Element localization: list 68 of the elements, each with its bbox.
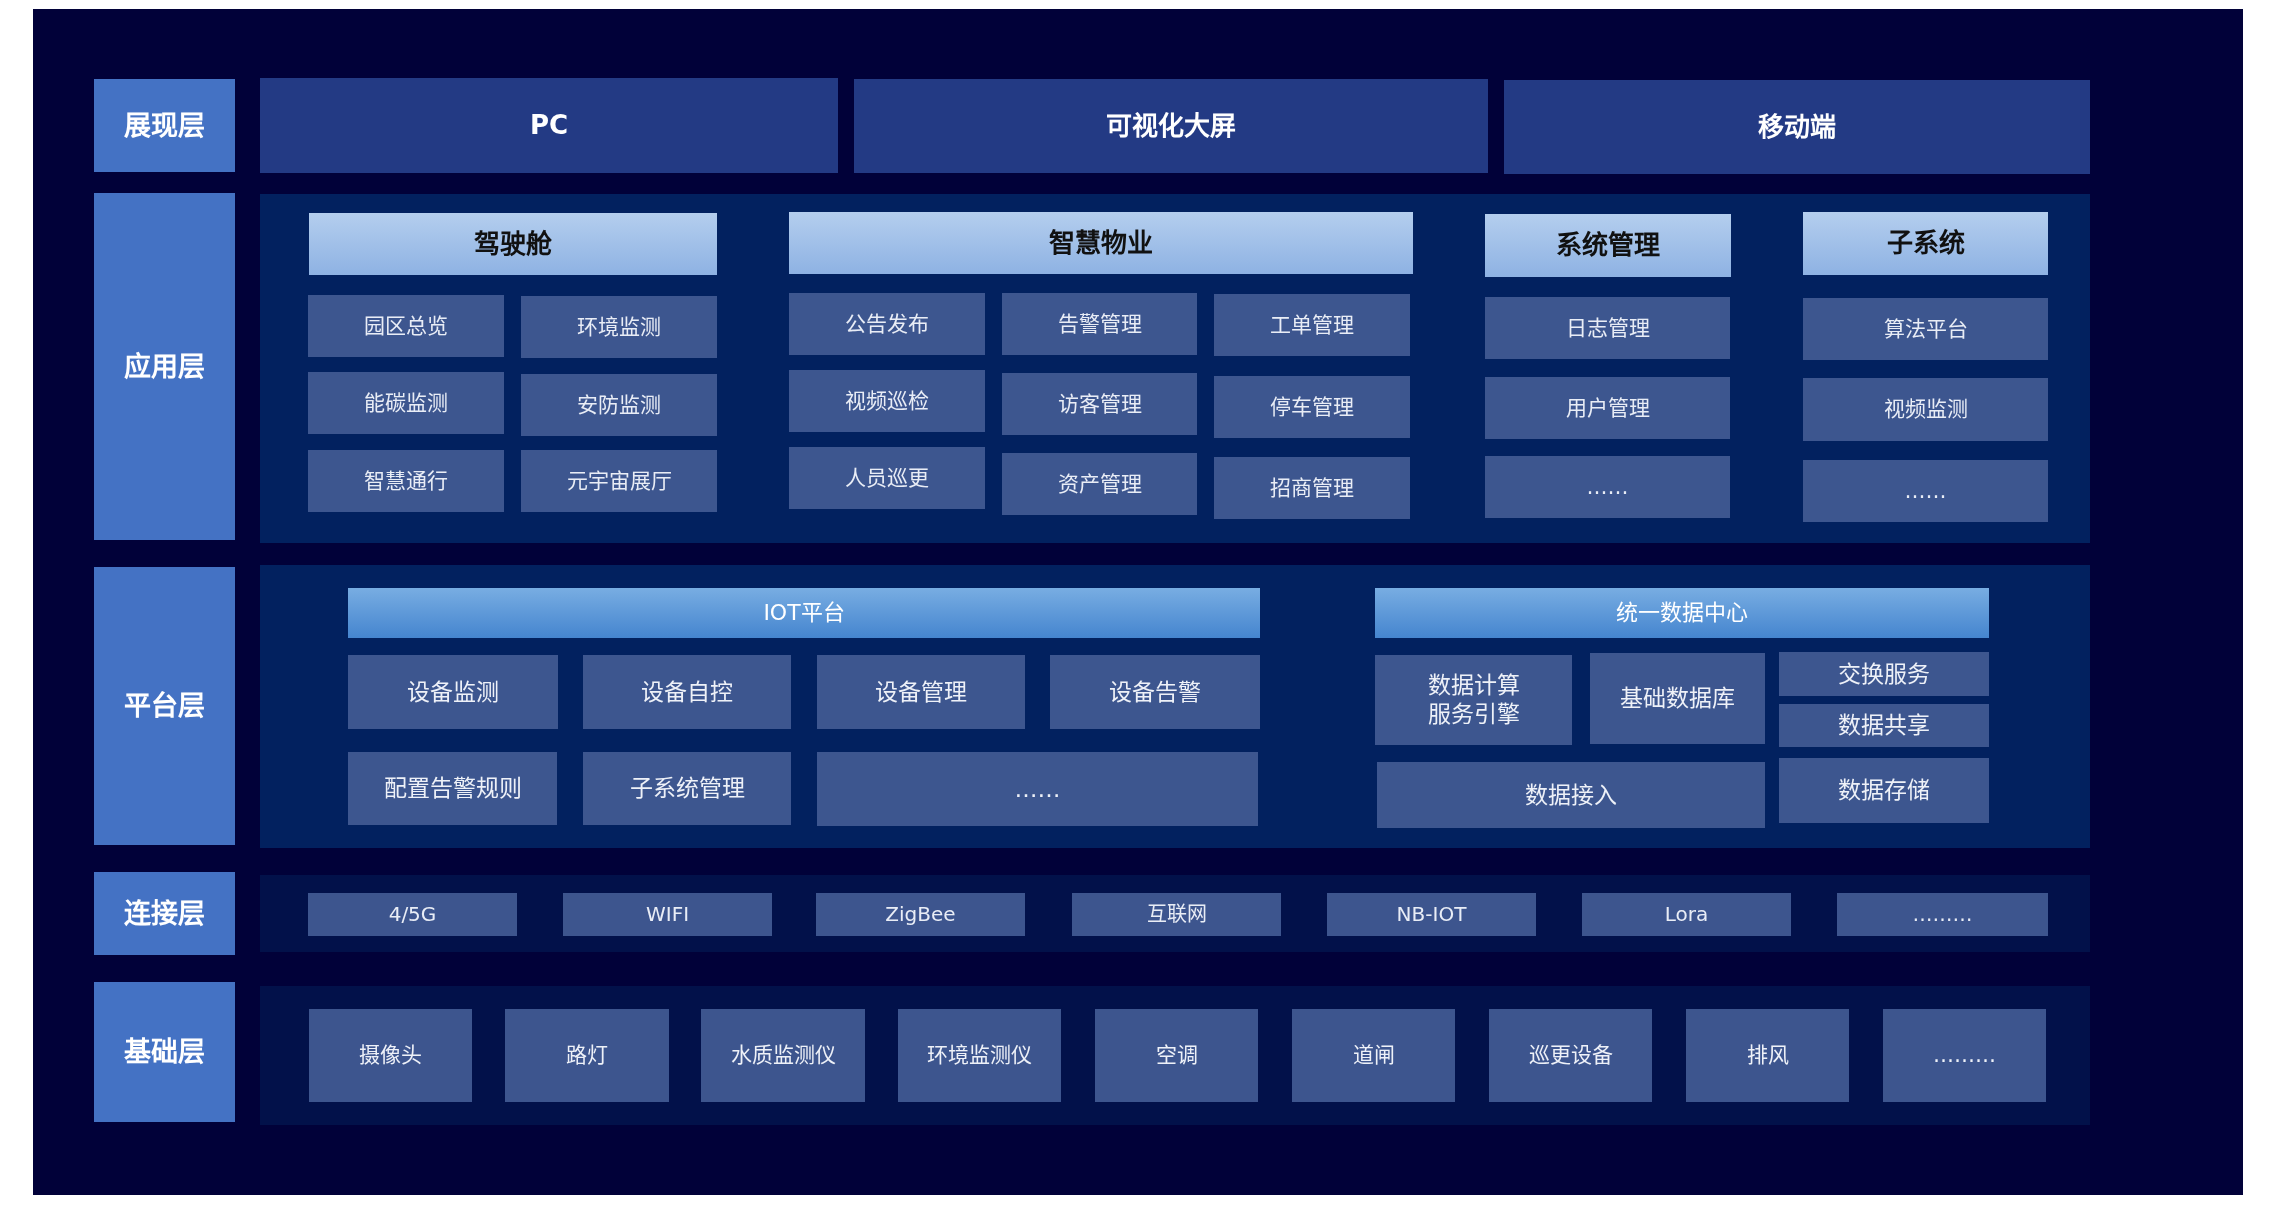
- module-box: 设备告警: [1050, 655, 1260, 729]
- module-box: 环境监测仪: [898, 1009, 1061, 1102]
- group-header: 驾驶舱: [309, 213, 717, 275]
- layer-panel: [260, 194, 2090, 543]
- module-box: 设备监测: [348, 655, 558, 729]
- module-box: 用户管理: [1485, 377, 1730, 439]
- module-box: 访客管理: [1002, 373, 1197, 435]
- layer-box: 平台层: [94, 567, 235, 845]
- group-header: 子系统: [1803, 212, 2048, 275]
- group-header: 智慧物业: [789, 212, 1413, 274]
- module-box: 交换服务: [1779, 652, 1989, 696]
- module-box: WIFI: [563, 893, 772, 936]
- module-box: 巡更设备: [1489, 1009, 1652, 1102]
- module-box: 数据接入: [1377, 762, 1765, 828]
- module-box: 视频监测: [1803, 378, 2048, 441]
- platform-bar: 统一数据中心: [1375, 588, 1989, 638]
- module-box: 基础数据库: [1590, 653, 1765, 744]
- module-box: 停车管理: [1214, 376, 1410, 438]
- module-box: 安防监测: [521, 374, 717, 436]
- module-box: ……: [1485, 456, 1730, 518]
- module-box: 路灯: [505, 1009, 669, 1102]
- module-box: 配置告警规则: [348, 752, 557, 825]
- module-box: NB-IOT: [1327, 893, 1536, 936]
- layer-box: 应用层: [94, 193, 235, 540]
- module-box: 水质监测仪: [701, 1009, 865, 1102]
- module-box: 环境监测: [521, 296, 717, 358]
- module-box: Lora: [1582, 893, 1791, 936]
- module-box: 智慧通行: [308, 450, 504, 512]
- module-box: ………: [1883, 1009, 2046, 1102]
- module-box: 道闸: [1292, 1009, 1455, 1102]
- client-box: 可视化大屏: [854, 79, 1488, 173]
- module-box: 摄像头: [309, 1009, 472, 1102]
- module-box: 人员巡更: [789, 447, 985, 509]
- module-box: 公告发布: [789, 293, 985, 355]
- module-box: 数据存储: [1779, 758, 1989, 823]
- layer-box: 展现层: [94, 79, 235, 172]
- module-box: 空调: [1095, 1009, 1258, 1102]
- module-box: 设备自控: [583, 655, 791, 729]
- module-box: 资产管理: [1002, 453, 1197, 515]
- module-box: 数据共享: [1779, 704, 1989, 747]
- layer-panel: [260, 986, 2090, 1125]
- module-box: 排风: [1686, 1009, 1849, 1102]
- module-box: 算法平台: [1803, 298, 2048, 360]
- module-box: 能碳监测: [308, 372, 504, 434]
- module-box: 设备管理: [817, 655, 1025, 729]
- group-header: 系统管理: [1485, 214, 1731, 277]
- module-box: 告警管理: [1002, 293, 1197, 355]
- module-box: ……: [817, 752, 1258, 826]
- platform-bar: IOT平台: [348, 588, 1260, 638]
- client-box: PC: [260, 78, 838, 173]
- layer-panel: [260, 565, 2090, 848]
- layer-panel: [260, 875, 2090, 952]
- module-box: ………: [1837, 893, 2048, 936]
- module-box: ZigBee: [816, 893, 1025, 936]
- module-box: 日志管理: [1485, 297, 1730, 359]
- module-box: 互联网: [1072, 893, 1281, 936]
- module-box: 招商管理: [1214, 457, 1410, 519]
- layer-box: 基础层: [94, 982, 235, 1122]
- module-box: 园区总览: [308, 295, 504, 357]
- module-box: ……: [1803, 460, 2048, 522]
- module-box: 数据计算服务引擎: [1375, 655, 1572, 745]
- module-box: 元宇宙展厅: [521, 450, 717, 512]
- module-box: 4/5G: [308, 893, 517, 936]
- module-box: 视频巡检: [789, 370, 985, 432]
- client-box: 移动端: [1504, 80, 2090, 174]
- module-box: 工单管理: [1214, 294, 1410, 356]
- module-box: 子系统管理: [583, 752, 791, 825]
- layer-box: 连接层: [94, 872, 235, 955]
